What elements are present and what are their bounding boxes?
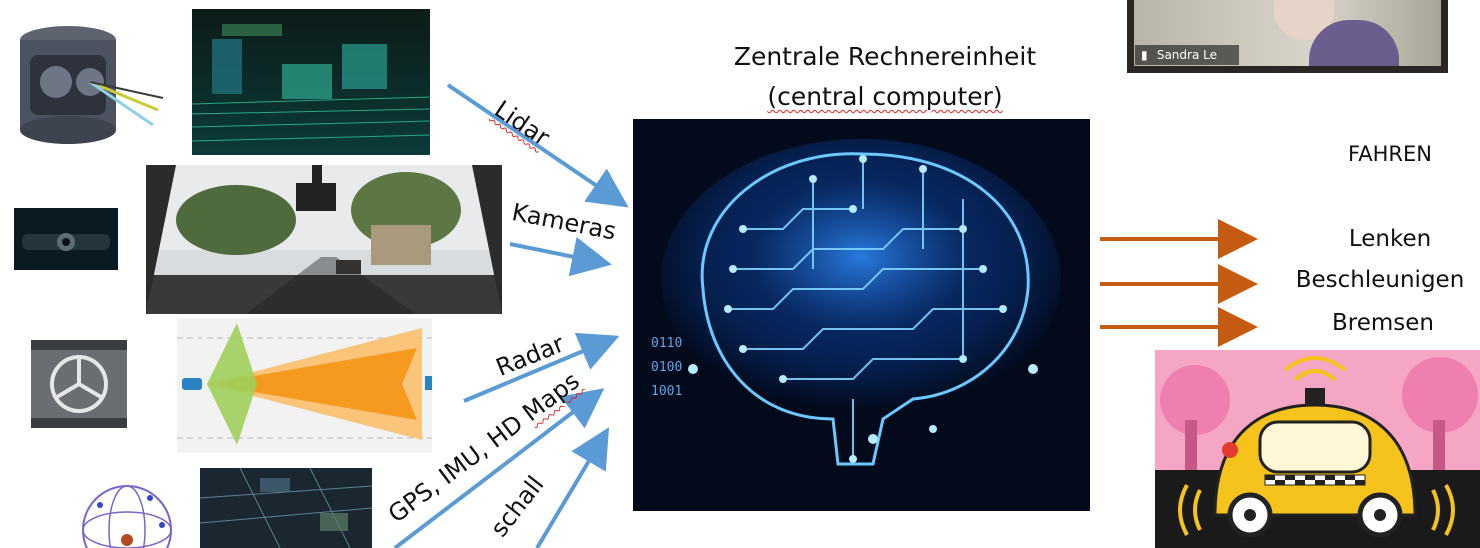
signal-bars-icon: ▮ — [1141, 48, 1148, 62]
lidar-arrow — [446, 83, 629, 208]
gps-arrow — [393, 388, 605, 548]
output-heading: FAHREN — [1348, 142, 1432, 166]
radar-sensor-image — [31, 340, 127, 428]
camera-sensor-image — [14, 208, 118, 270]
binary-text-3: 1001 — [651, 384, 682, 399]
gps-satellite-image — [82, 485, 172, 548]
video-call-tile[interactable]: ▮ Sandra Le — [1127, 0, 1448, 73]
binary-text-1: 0110 — [651, 336, 682, 351]
hd-map-image — [200, 468, 372, 548]
lidar-sensor-image — [8, 20, 173, 148]
participant-name-text: Sandra Le — [1156, 48, 1217, 62]
participant-name-background — [1135, 45, 1239, 65]
radar-coverage-image — [177, 318, 432, 453]
binary-text-2: 0100 — [651, 360, 682, 375]
kameras-arrow — [509, 237, 612, 277]
radar-arrow — [463, 332, 620, 403]
camera-view-image — [146, 165, 502, 314]
lidar-pointcloud-image — [192, 9, 430, 155]
central-computer-title-line1: Zentrale Rechnereinheit — [733, 42, 1037, 71]
central-computer-brain-image: 0110 0100 1001 — [633, 119, 1090, 511]
output-beschleunigen: Beschleunigen — [1295, 267, 1465, 293]
self-driving-car-image — [1155, 350, 1480, 548]
central-computer-title-line2-text: (central computer) — [767, 82, 1003, 111]
schall-arrow — [535, 427, 610, 548]
participant-name: ▮ Sandra Le — [1141, 48, 1217, 62]
central-computer-title-line2: (central computer) — [675, 82, 1095, 111]
output-lenken: Lenken — [1348, 226, 1432, 252]
output-bremsen: Bremsen — [1332, 310, 1434, 336]
video-feed — [1134, 0, 1441, 66]
